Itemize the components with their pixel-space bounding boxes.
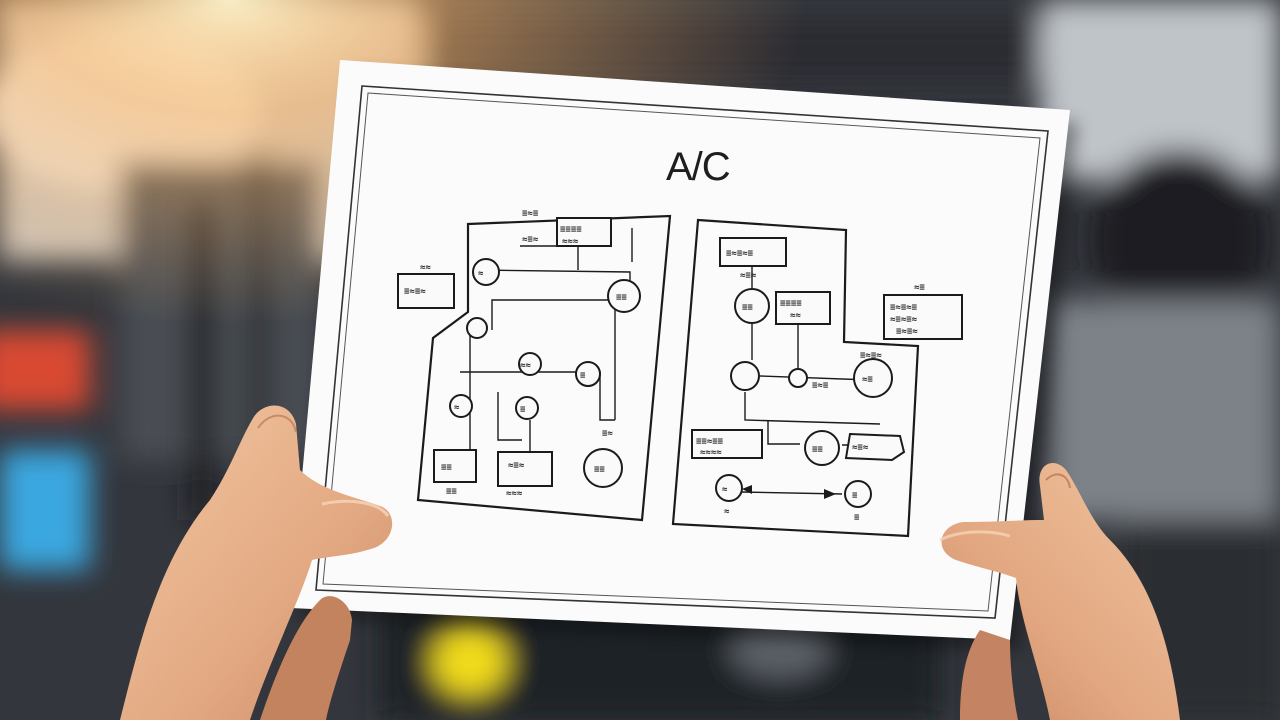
left-hand bbox=[120, 405, 393, 720]
svg-text:≈: ≈ bbox=[724, 507, 730, 517]
svg-text:≡≡≈≡≡: ≡≡≈≡≡ bbox=[696, 437, 724, 447]
component-circle bbox=[515, 396, 539, 420]
component-box bbox=[556, 217, 612, 247]
component-circle bbox=[466, 317, 488, 339]
paper-border-outer bbox=[315, 85, 1049, 619]
component-circle bbox=[734, 288, 770, 324]
svg-text:≈≡: ≈≡ bbox=[914, 283, 925, 293]
svg-text:≈≡≈: ≈≡≈ bbox=[522, 235, 539, 245]
svg-text:≡≈≡≈≡: ≡≈≡≈≡ bbox=[726, 249, 754, 259]
svg-text:≈≈≈: ≈≈≈ bbox=[562, 237, 579, 247]
svg-text:≈: ≈ bbox=[478, 269, 484, 279]
component-circle bbox=[518, 352, 542, 376]
svg-text:≡≡≡≡: ≡≡≡≡ bbox=[560, 225, 582, 235]
svg-text:≈≡≈≡≈: ≈≡≈≡≈ bbox=[890, 315, 918, 325]
scribble-glyphs: ≡≈≡ ≈≡≈ ≡≡≡≡ ≈≈≈ ≡≈≡≈ ≈≈ ≡≡ ≈≡≈ ≡≡ ≈≈≈ ≡… bbox=[404, 209, 627, 499]
component-tag bbox=[844, 432, 906, 462]
svg-text:≡≈≡≈: ≡≈≡≈ bbox=[404, 287, 426, 297]
svg-text:≈≡≈: ≈≡≈ bbox=[740, 271, 757, 281]
svg-text:≈≈≈≈: ≈≈≈≈ bbox=[700, 448, 722, 458]
svg-text:≡≈≡: ≡≈≡ bbox=[812, 381, 829, 391]
component-circle bbox=[788, 368, 808, 388]
component-circle bbox=[607, 279, 641, 313]
left-circuit: ≡≈≡ ≈≡≈ ≡≡≡≡ ≈≈≈ ≡≈≡≈ ≈≈ ≡≡ ≈≡≈ ≡≡ ≈≈≈ ≡… bbox=[397, 209, 672, 522]
paper-border-inner bbox=[322, 92, 1041, 612]
svg-text:≡≡: ≡≡ bbox=[742, 303, 753, 313]
svg-text:≡: ≡ bbox=[852, 491, 858, 501]
svg-text:≡≡: ≡≡ bbox=[812, 445, 823, 455]
svg-text:≡≡: ≡≡ bbox=[441, 463, 452, 473]
component-circle bbox=[853, 358, 893, 398]
component-box bbox=[883, 294, 963, 340]
component-circle bbox=[715, 474, 743, 502]
svg-text:≈: ≈ bbox=[454, 403, 460, 413]
svg-text:≈≡≈: ≈≡≈ bbox=[852, 443, 869, 453]
scribble-glyphs: ≡≈≡≈≡ ≈≡≈ ≡≡≡≡ ≈≈ ≡≈≡≈≡ ≈≡≈≡≈ ≡≈≡≈ ≈≡ ≡≈… bbox=[696, 249, 925, 523]
component-box bbox=[691, 429, 763, 459]
svg-text:≈≈≈: ≈≈≈ bbox=[506, 489, 523, 499]
component-box bbox=[433, 449, 477, 483]
svg-text:≡≈≡≈: ≡≈≡≈ bbox=[896, 327, 918, 337]
component-box bbox=[775, 291, 831, 325]
svg-text:≡≈: ≡≈ bbox=[602, 429, 613, 439]
svg-text:≈≈: ≈≈ bbox=[790, 311, 801, 321]
right-hand bbox=[939, 463, 1180, 720]
svg-text:≡≈≡: ≡≈≡ bbox=[522, 209, 539, 219]
svg-text:≡≈≡≈≡: ≡≈≡≈≡ bbox=[890, 303, 918, 313]
component-box bbox=[397, 273, 455, 309]
component-circle bbox=[449, 394, 473, 418]
component-circle bbox=[804, 430, 840, 466]
component-circle bbox=[844, 480, 872, 508]
diagram-title: A/C bbox=[666, 145, 730, 189]
svg-text:≡≡: ≡≡ bbox=[446, 487, 457, 497]
svg-text:≡≡: ≡≡ bbox=[594, 465, 605, 475]
svg-text:≡: ≡ bbox=[580, 371, 586, 381]
component-circle bbox=[575, 361, 601, 387]
component-circle bbox=[472, 258, 500, 286]
component-circle bbox=[730, 361, 760, 391]
a-c-wiring-diagram-sheet: A/C ≡≈≡ ≈ bbox=[290, 60, 1078, 651]
svg-text:≡≈≡≈: ≡≈≡≈ bbox=[860, 351, 882, 361]
svg-text:≈≈: ≈≈ bbox=[420, 263, 431, 273]
svg-text:≈≡: ≈≡ bbox=[862, 375, 873, 385]
svg-text:≡≡: ≡≡ bbox=[616, 293, 627, 303]
svg-text:≡: ≡ bbox=[520, 405, 526, 415]
svg-text:≈: ≈ bbox=[722, 485, 728, 495]
svg-text:≈≡≈: ≈≡≈ bbox=[508, 461, 525, 471]
svg-text:≡≡≡≡: ≡≡≡≡ bbox=[780, 299, 802, 309]
right-circuit: ≡≈≡≈≡ ≈≡≈ ≡≡≡≡ ≈≈ ≡≈≡≈≡ ≈≡≈≡≈ ≡≈≡≈ ≈≡ ≡≈… bbox=[671, 218, 963, 538]
svg-text:≡: ≡ bbox=[854, 513, 860, 523]
paper-sheet bbox=[290, 60, 1070, 640]
component-circle bbox=[583, 448, 623, 488]
component-box bbox=[719, 237, 787, 267]
component-box bbox=[497, 451, 553, 487]
svg-text:≈≈: ≈≈ bbox=[520, 361, 531, 371]
